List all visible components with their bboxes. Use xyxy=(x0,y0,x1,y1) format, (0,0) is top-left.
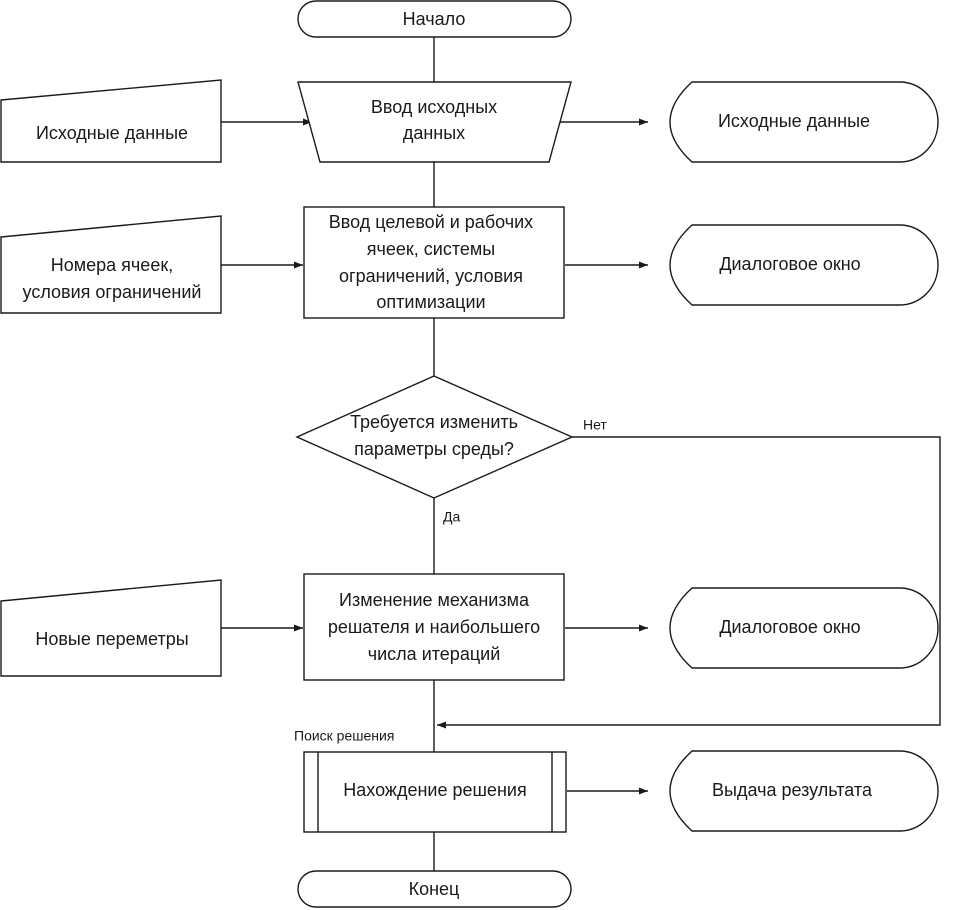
new-params-label: Новые переметры xyxy=(35,629,188,649)
edge-label-no: Нет xyxy=(583,417,607,433)
target-cells-line-4: оптимизации xyxy=(376,292,485,312)
change-solver-line-1: Изменение механизма xyxy=(339,590,530,610)
find-solution-process: Нахождение решения xyxy=(303,751,567,833)
dialog-2-label: Диалоговое окно xyxy=(719,617,860,637)
cell-numbers-line-1: Номера ячеек, xyxy=(51,255,173,275)
decision-line-1: Требуется изменить xyxy=(350,412,518,432)
new-params-input: Новые переметры xyxy=(0,579,222,677)
dialog-1-label: Диалоговое окно xyxy=(719,254,860,274)
source-data-display-label: Исходные данные xyxy=(718,111,870,131)
edge-label-search: Поиск решения xyxy=(294,728,394,744)
target-cells-line-1: Ввод целевой и рабочих xyxy=(329,212,533,232)
source-data-input: Исходные данные xyxy=(0,79,222,163)
start-terminal: Начало xyxy=(297,0,572,38)
target-cells-line-3: ограничений, условия xyxy=(339,266,523,286)
input-data-process: Ввод исходных данных xyxy=(297,81,572,163)
target-cells-process: Ввод целевой и рабочих ячеек, системы ог… xyxy=(303,206,565,319)
source-data-display: Исходные данные xyxy=(669,81,939,163)
decision-diamond: Требуется изменить параметры среды? xyxy=(295,375,574,499)
cell-numbers-input: Номера ячеек, условия ограничений xyxy=(0,215,222,314)
source-data-input-label: Исходные данные xyxy=(36,123,188,143)
edges xyxy=(221,37,941,871)
output-result-display: Выдача результата xyxy=(669,750,939,832)
find-solution-label: Нахождение решения xyxy=(343,780,526,800)
change-solver-line-3: числа итераций xyxy=(368,644,501,664)
output-result-label: Выдача результата xyxy=(712,780,873,800)
end-terminal: Конец xyxy=(297,870,572,908)
input-data-line-2: данных xyxy=(403,123,465,143)
change-solver-line-2: решателя и наибольшего xyxy=(328,617,540,637)
dialog-2-display: Диалоговое окно xyxy=(669,587,939,669)
input-data-line-1: Ввод исходных xyxy=(371,97,497,117)
cell-numbers-line-2: условия ограничений xyxy=(23,282,202,302)
dialog-1-display: Диалоговое окно xyxy=(669,224,939,306)
change-solver-process: Изменение механизма решателя и наибольше… xyxy=(303,573,565,681)
decision-line-2: параметры среды? xyxy=(354,439,514,459)
edge-decision-no-bypass xyxy=(437,436,941,729)
end-label: Конец xyxy=(409,879,460,899)
edge-label-yes: Да xyxy=(443,509,460,525)
target-cells-line-2: ячеек, системы xyxy=(367,239,495,259)
start-label: Начало xyxy=(403,9,466,29)
